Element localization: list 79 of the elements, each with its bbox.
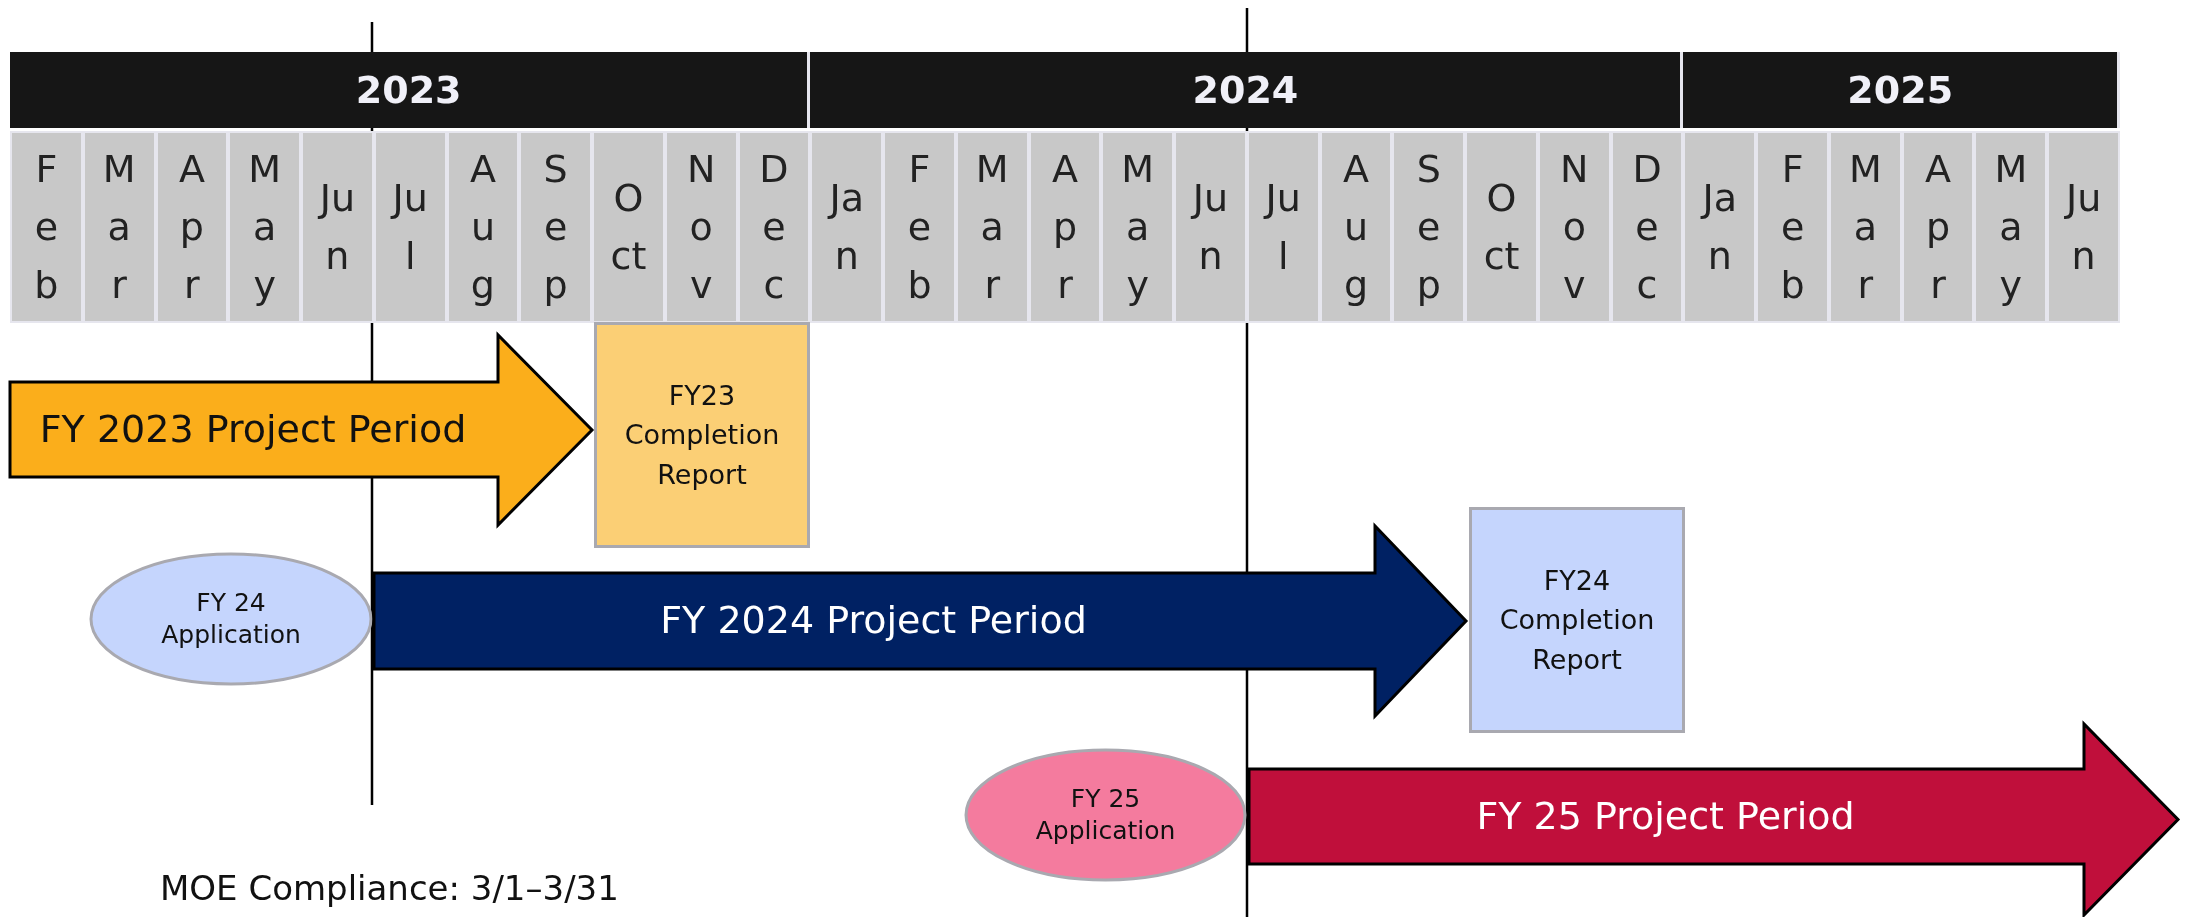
month-cell <box>883 131 956 323</box>
month-cell <box>1465 131 1538 323</box>
month-label: Apr <box>1924 146 1953 309</box>
project-period-arrow <box>1247 722 2180 917</box>
month-label: Dec <box>758 146 790 309</box>
year-header <box>1683 52 2120 128</box>
month-cell <box>1174 131 1247 323</box>
month-label: Nov <box>1559 146 1590 309</box>
period-label: FY 2023 Project Period <box>39 406 467 453</box>
month-label: Jun <box>318 175 357 280</box>
month-cell <box>1246 131 1320 323</box>
period-label: FY24 Completion Report <box>1498 564 1656 677</box>
month-cell <box>810 131 884 323</box>
month-label: Feb <box>906 146 933 309</box>
year-label: 2023 <box>355 68 462 112</box>
month-label: Mar <box>101 146 137 309</box>
month-label: Apr <box>177 146 206 309</box>
period-label: FY23 Completion Report <box>623 379 781 492</box>
month-cell <box>1028 131 1102 323</box>
month-label: Aug <box>1342 146 1370 309</box>
project-period-arrow <box>8 333 594 527</box>
month-label: Sep <box>542 146 569 309</box>
period-label: FY 25 Application <box>1034 782 1177 847</box>
month-cell <box>592 131 665 323</box>
month-cell <box>955 131 1029 323</box>
month-cell <box>228 131 301 323</box>
report-box <box>594 322 810 548</box>
month-label: Nov <box>685 146 717 309</box>
year-label: 2024 <box>1192 68 1299 112</box>
note-text: MOE Compliance: 3/1–3/31 <box>160 868 619 908</box>
month-cell <box>1610 131 1684 323</box>
month-cell <box>1974 131 2048 323</box>
month-cell <box>373 131 447 323</box>
month-label: Jun <box>2064 175 2103 280</box>
month-cell <box>1756 131 1829 323</box>
month-cell <box>1319 131 1393 323</box>
month-label: May <box>247 146 283 309</box>
application-ellipse <box>89 552 373 686</box>
month-label: Jul <box>391 175 429 280</box>
month-label: May <box>1993 146 2029 309</box>
month-label: Dec <box>1631 146 1663 309</box>
month-label: Sep <box>1415 146 1442 309</box>
year-header <box>10 52 811 128</box>
month-label: Aug <box>468 146 497 309</box>
year-label: 2025 <box>1847 68 1954 112</box>
month-cell <box>1392 131 1466 323</box>
month-label: Feb <box>1779 146 1806 309</box>
month-cell <box>2047 131 2120 323</box>
month-cell <box>1537 131 1611 323</box>
month-label: May <box>1120 146 1156 309</box>
application-ellipse <box>964 748 1247 882</box>
month-label: Jan <box>827 175 865 280</box>
month-cell <box>82 131 156 323</box>
month-label: Feb <box>33 146 60 309</box>
month-cell <box>155 131 229 323</box>
month-label: Jul <box>1264 175 1302 280</box>
month-cell <box>737 131 811 323</box>
month-cell <box>1101 131 1175 323</box>
project-period-arrow <box>372 524 1468 718</box>
month-cell <box>10 131 83 323</box>
period-label: FY 24 Application <box>160 586 302 651</box>
year-header <box>810 52 1684 128</box>
report-box <box>1469 507 1685 733</box>
period-label: FY 2024 Project Period <box>660 598 1087 644</box>
month-label: Apr <box>1051 146 1079 309</box>
month-label: Jun <box>1191 175 1230 280</box>
period-label: FY 25 Project Period <box>1476 793 1855 840</box>
month-label: Oct <box>1482 175 1521 280</box>
month-cell <box>664 131 738 323</box>
month-label: Jan <box>1700 175 1739 280</box>
month-cell <box>301 131 374 323</box>
month-label: Mar <box>974 146 1010 309</box>
month-cell <box>1683 131 1757 323</box>
month-cell <box>1901 131 1975 323</box>
month-cell <box>446 131 520 323</box>
month-label: Oct <box>609 175 648 280</box>
month-cell <box>519 131 593 323</box>
month-cell <box>1828 131 1902 323</box>
month-label: Mar <box>1847 146 1883 309</box>
